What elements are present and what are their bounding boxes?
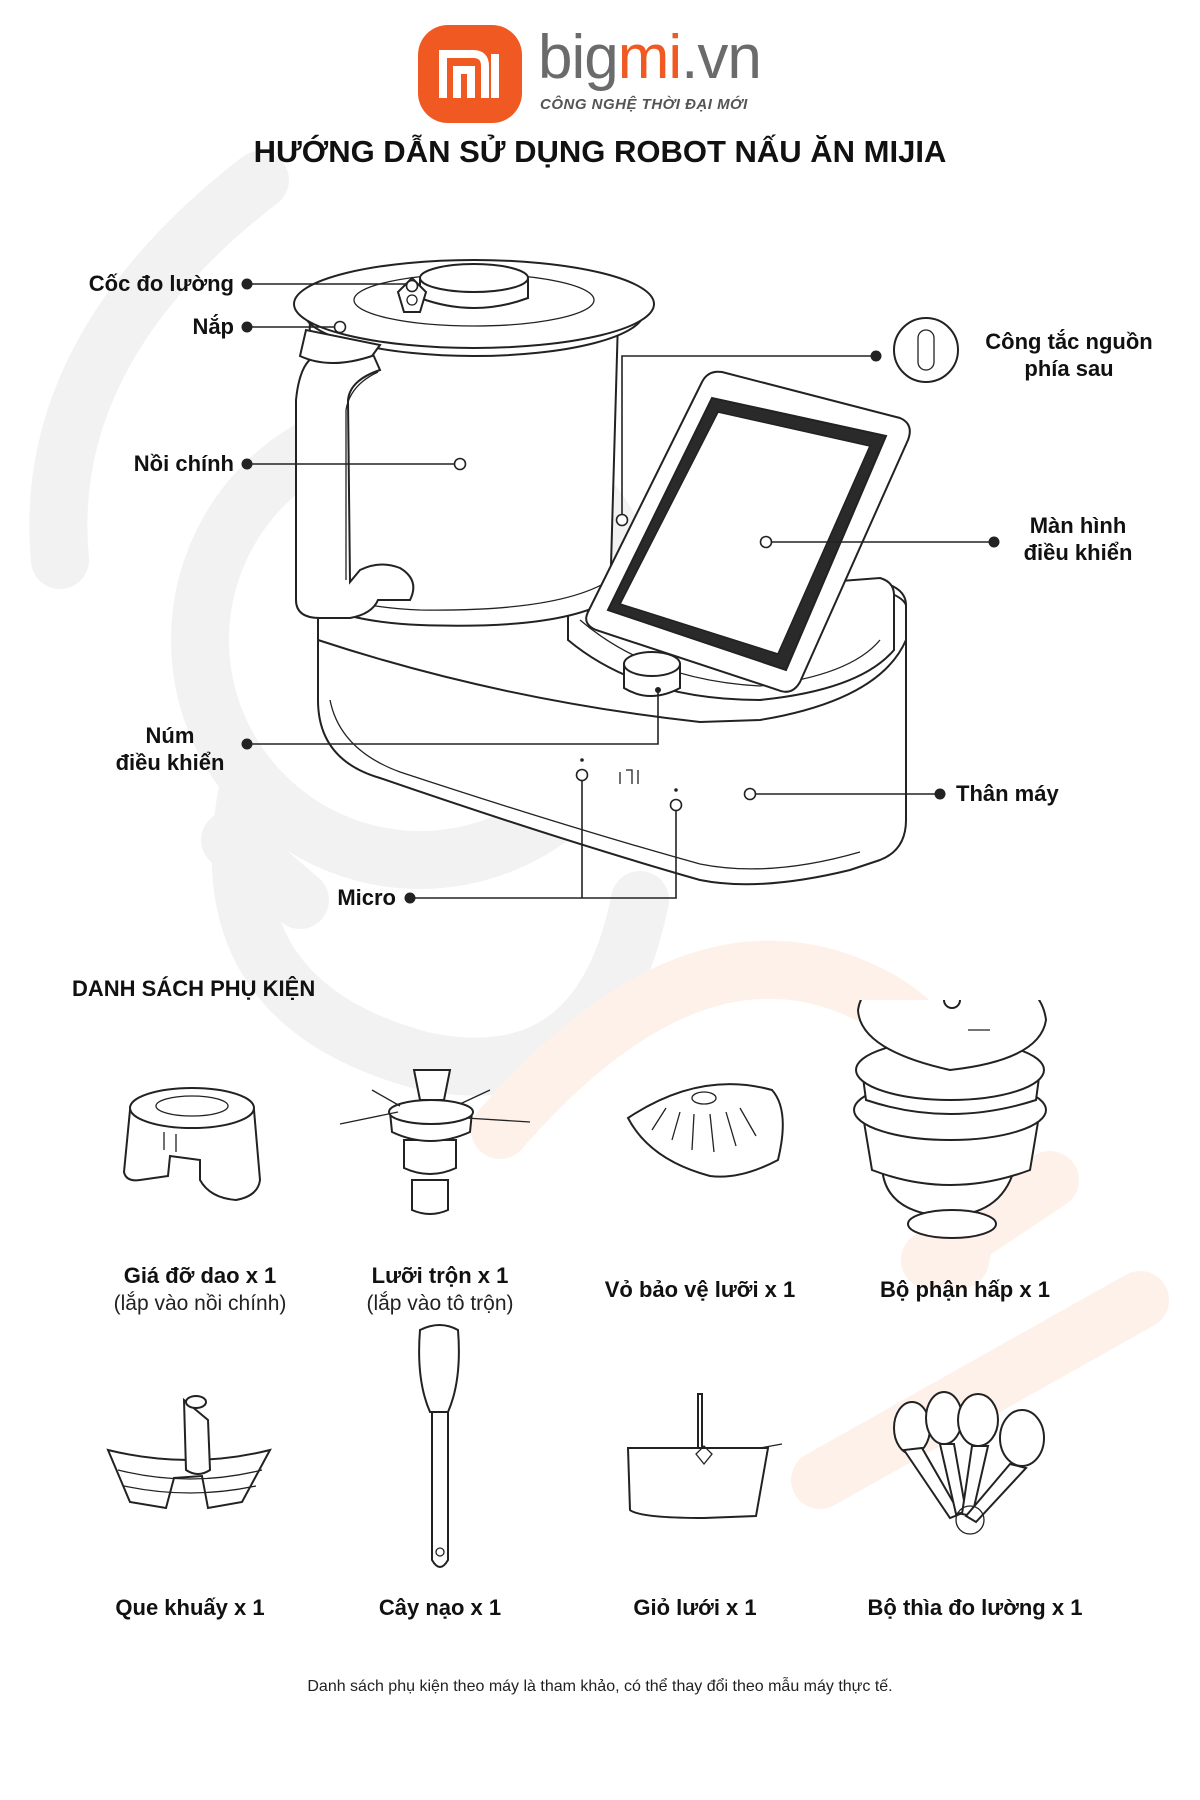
accessory-name-mixing-blade: Lưỡi trộn x 1: [371, 1263, 509, 1288]
mi-logo-icon: [439, 50, 499, 98]
mixing-blade-icon: [339, 1069, 531, 1215]
label-control-screen: Màn hình điều khiển: [1023, 513, 1133, 565]
accessories-illustrations: [106, 1000, 1048, 1568]
accessory-name-spatula: Cây nạo x 1: [378, 1595, 502, 1620]
accessory-note-mixing-blade: (lắp vào tô trộn): [366, 1292, 514, 1315]
brand-name: bigmi.vn: [538, 23, 762, 92]
label-power-switch: Công tắc nguồn phía sau: [985, 329, 1153, 381]
mesh-basket-icon: [626, 1393, 783, 1520]
label-measuring-cup: Cốc đo lường: [88, 271, 234, 296]
label-microphone: Micro: [337, 885, 396, 910]
label-body: Thân máy: [956, 781, 1059, 806]
page-title: HƯỚNG DẪN SỬ DỤNG ROBOT NẤU ĂN MIJIA: [253, 134, 947, 169]
label-control-knob: Núm điều khiển: [115, 723, 225, 775]
footnote: Danh sách phụ kiện theo máy là tham khảo…: [307, 1678, 893, 1695]
stirring-stick-icon: [106, 1395, 272, 1510]
accessory-name-stirring-stick: Que khuấy x 1: [115, 1595, 265, 1620]
accessory-name-measuring-spoons: Bộ thìa đo lường x 1: [867, 1595, 1083, 1620]
power-switch-icon: [893, 317, 959, 383]
accessory-name-steamer: Bộ phận hấp x 1: [880, 1277, 1050, 1302]
brand-tagline: CÔNG NGHỆ THỜI ĐẠI MỚI: [540, 96, 748, 113]
accessory-name-blade-guard: Vỏ bảo vệ lưỡi x 1: [604, 1277, 796, 1302]
cooking-robot-diagram: [241, 259, 1000, 904]
brand-logo: [418, 25, 522, 123]
spatula-icon: [418, 1324, 460, 1568]
measuring-spoons-icon: [893, 1391, 1045, 1535]
accessory-name-mesh-basket: Giỏ lưới x 1: [633, 1595, 757, 1620]
accessory-name-blade-holder: Giá đỡ dao x 1: [123, 1263, 277, 1288]
blade-guard-icon: [626, 1083, 784, 1178]
steamer-icon: [853, 1000, 1048, 1239]
accessories-section-title: DANH SÁCH PHỤ KIỆN: [72, 976, 316, 1001]
blade-holder-icon: [122, 1087, 262, 1202]
label-main-pot: Nồi chính: [133, 451, 234, 476]
accessory-note-blade-holder: (lắp vào nồi chính): [113, 1292, 287, 1315]
label-lid: Nắp: [192, 314, 234, 339]
